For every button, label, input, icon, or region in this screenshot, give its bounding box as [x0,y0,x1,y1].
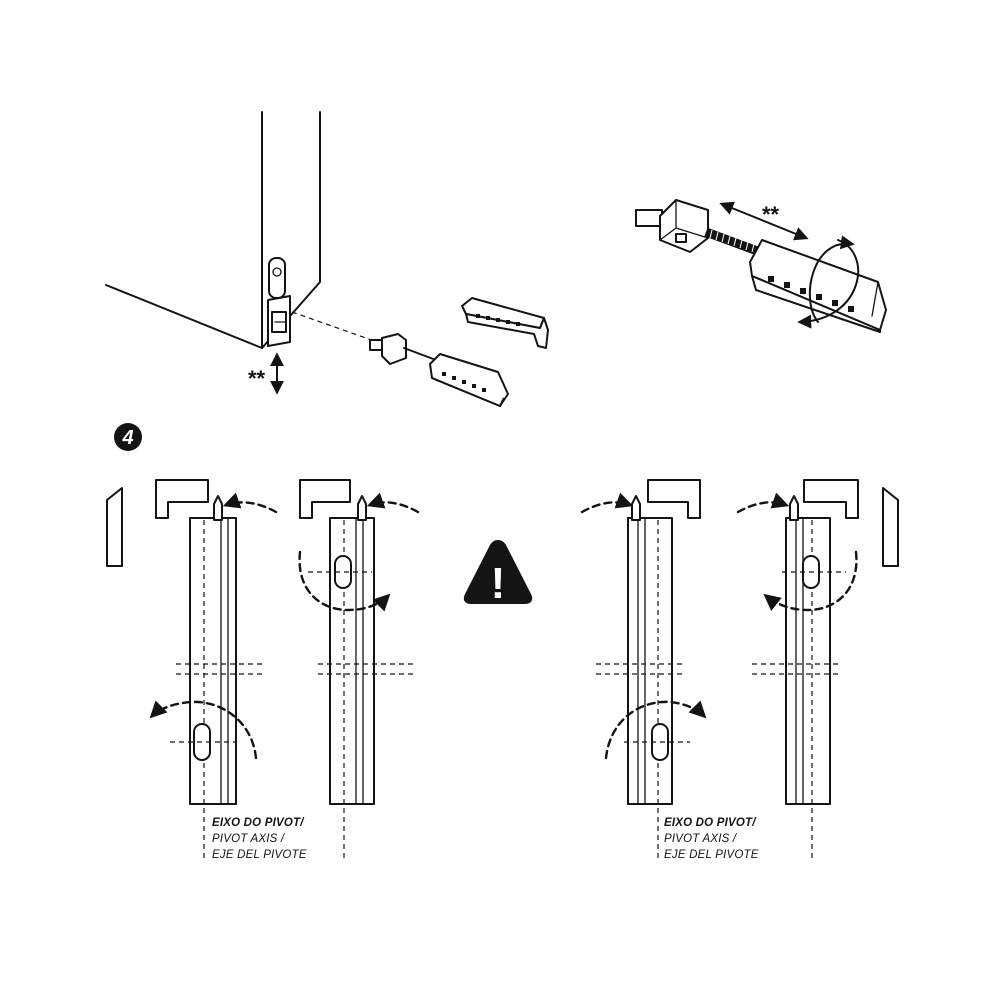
adjustment-mark-right: ** [762,202,780,227]
profile-a [106,479,278,862]
pivot-axis-label-left: EIXO DO PIVOT/ PIVOT AXIS / EJE DEL PIVO… [212,817,307,861]
pivot-label-line1: EIXO DO PIVOT/ [212,817,305,829]
warning-triangle-icon: ! [463,540,533,608]
step-number: 4 [121,427,133,449]
pivot-label-line2: PIVOT AXIS / [664,833,738,845]
door-bottom-pivot-view: ** [105,111,381,395]
adjustment-mark-left: ** [248,366,266,391]
pivot-label-line3: EJE DEL PIVOTE [664,849,759,861]
pivot-label-line1: EIXO DO PIVOT/ [664,817,757,829]
profile-b [298,479,420,862]
pivot-label-line3: EJE DEL PIVOTE [212,849,307,861]
pivot-label-line2: PIVOT AXIS / [212,833,286,845]
pivot-parts-exploded [369,297,549,407]
profile-d [736,479,899,862]
step-badge-icon: 4 [114,423,142,451]
warning-mark: ! [491,559,506,608]
pivot-detail-enlarged: ** [635,199,887,333]
pivot-axis-label-right: EIXO DO PIVOT/ PIVOT AXIS / EJE DEL PIVO… [664,817,759,861]
profile-c [580,479,707,862]
